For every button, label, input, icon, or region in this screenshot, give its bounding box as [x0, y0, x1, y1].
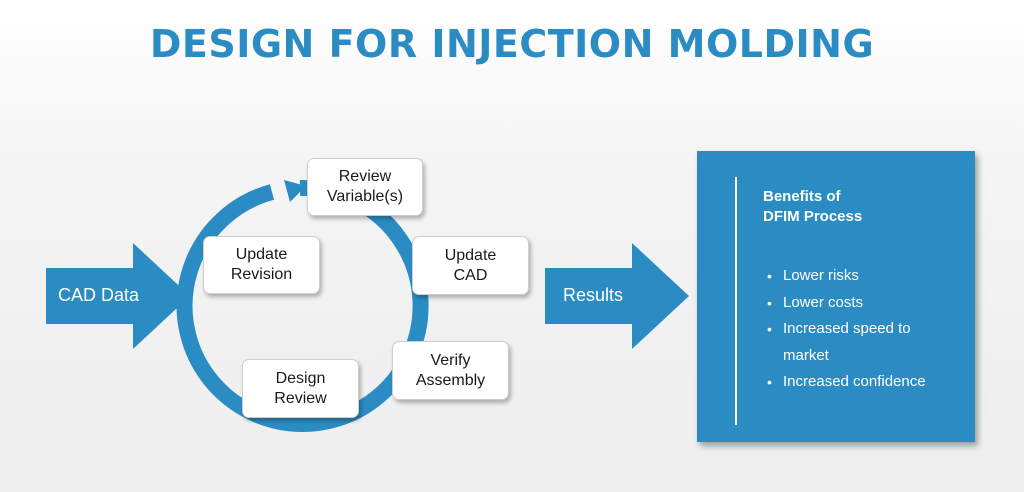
step-update-revision: Update Revision: [203, 236, 320, 294]
benefits-divider: [735, 177, 737, 425]
benefits-heading: Benefits of DFIM Process: [763, 188, 863, 225]
bullet-icon: •: [767, 268, 772, 284]
output-arrow-label: Results: [563, 285, 624, 305]
benefits-list: • Lower risks • Lower costs • Increased spe…: [755, 263, 955, 396]
benefit-item: • Lower costs: [755, 290, 955, 317]
benefits-panel: Benefits of DFIM Process • Lower risks • L…: [697, 151, 975, 442]
bullet-icon: •: [767, 294, 772, 311]
output-arrow-shape: [545, 243, 689, 349]
step-update-cad: Update CAD: [412, 236, 529, 295]
cycle-ring: [176, 179, 429, 432]
benefit-item-label: Increased confidence: [783, 373, 926, 390]
step-design-review: Design Review: [242, 359, 359, 418]
benefit-item: • Lower risks: [755, 263, 955, 290]
input-arrow-label: CAD Data: [58, 285, 140, 305]
bullet-icon: •: [767, 374, 772, 390]
cycle-arrowhead-icon: [284, 180, 306, 202]
benefit-item-label: Lower risks: [783, 267, 859, 284]
bullet-icon: •: [767, 321, 772, 337]
step-review-variables: Review Variable(s): [307, 158, 423, 216]
page-title: DESIGN FOR INJECTION MOLDING: [149, 22, 875, 66]
benefit-item-label: Increased speed to market: [783, 320, 911, 364]
benefit-item: • Increased confidence: [755, 369, 955, 396]
input-arrow-shape: [46, 243, 190, 349]
benefit-item-label: Lower costs: [783, 293, 864, 311]
step-verify-assembly: Verify Assembly: [392, 341, 509, 400]
benefit-item: • Increased speed to market: [755, 316, 955, 369]
